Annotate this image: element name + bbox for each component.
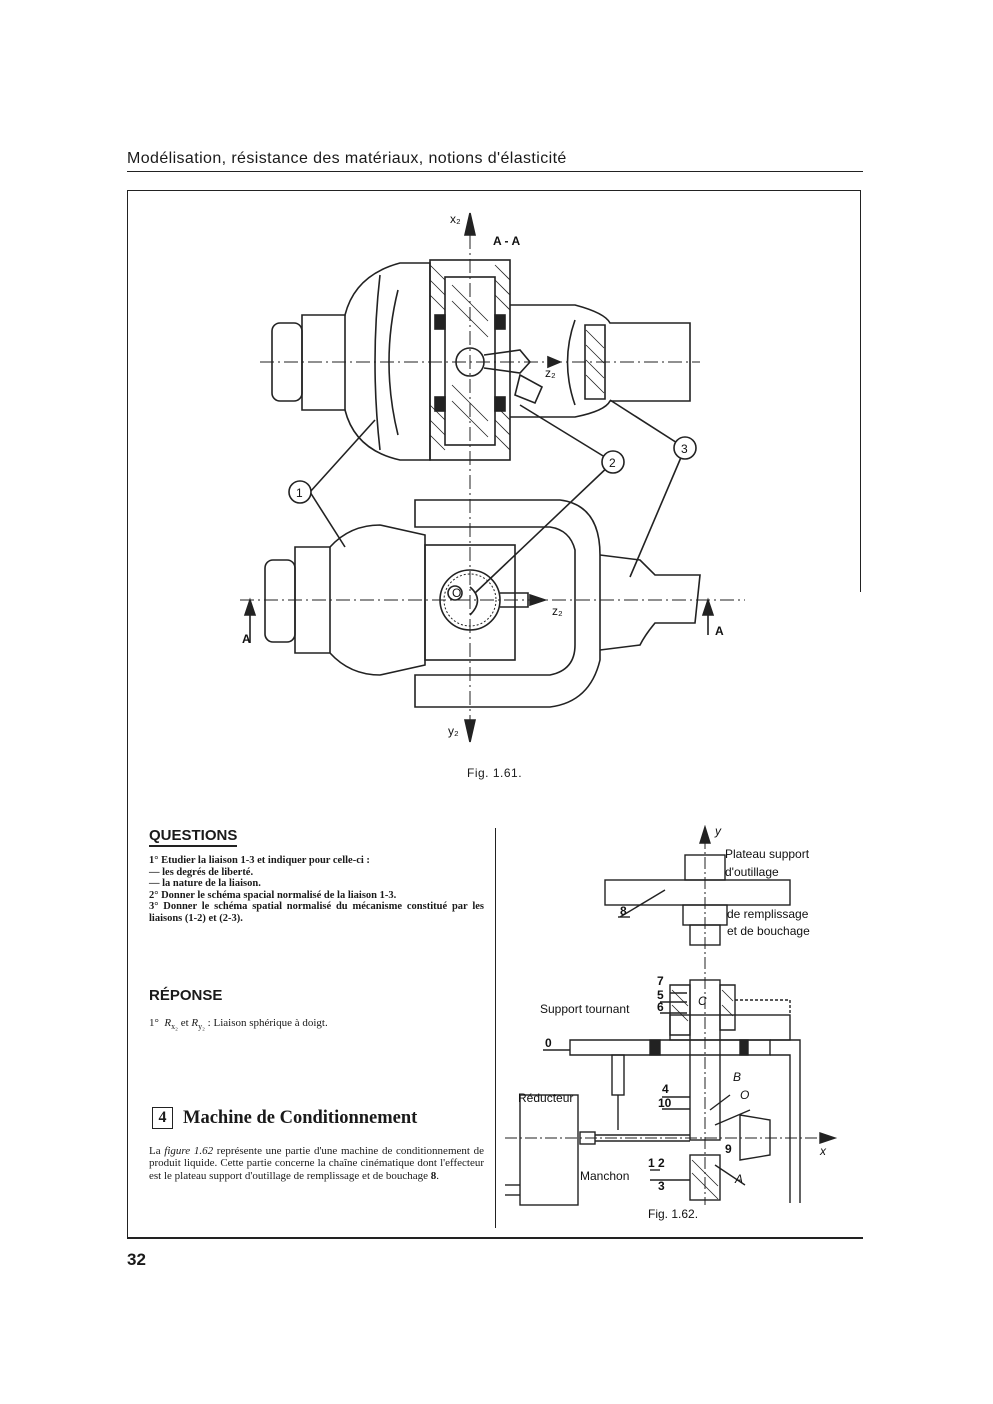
column-divider bbox=[495, 828, 496, 1228]
plateau-label-4: et de bouchage bbox=[727, 924, 810, 938]
part-6-label: 6 bbox=[657, 1000, 664, 1014]
cut-label-right: A bbox=[715, 624, 724, 638]
part-7-label: 7 bbox=[657, 974, 664, 988]
part-9-label: 9 bbox=[725, 1142, 732, 1156]
header-rule bbox=[127, 171, 863, 172]
section-label: A - A bbox=[493, 234, 520, 248]
frame-bottom-border bbox=[127, 1237, 863, 1239]
response-and: et bbox=[180, 1017, 189, 1029]
frame-top-border bbox=[127, 190, 861, 191]
machine-title: Machine de Conditionnement bbox=[183, 1107, 418, 1128]
frame-right-border bbox=[860, 190, 861, 592]
question-line: 1° Etudier la liaison 1-3 et indiquer po… bbox=[149, 855, 370, 866]
force-rx: R bbox=[164, 1017, 172, 1029]
response-body: : Liaison sphérique à doigt. bbox=[207, 1017, 328, 1029]
force-ry: R bbox=[191, 1017, 199, 1029]
part-0-label: 0 bbox=[545, 1036, 552, 1050]
part-10-label: 10 bbox=[658, 1096, 672, 1110]
point-o-label: O bbox=[740, 1088, 749, 1102]
part-5-label: 5 bbox=[657, 988, 664, 1002]
plateau-label-1: Plateau support bbox=[725, 847, 810, 861]
support-tournant-label: Support tournant bbox=[540, 1002, 630, 1016]
frame-left-border bbox=[127, 190, 128, 1238]
figure-1-61-caption: Fig. 1.61. bbox=[467, 766, 523, 780]
running-header: Modélisation, résistance des matériaux, … bbox=[127, 150, 567, 167]
callout-1: 1 bbox=[296, 486, 303, 500]
section-number-box: 4 bbox=[152, 1107, 173, 1129]
point-b-label: B bbox=[733, 1070, 741, 1084]
response-prefix: 1° bbox=[149, 1017, 159, 1029]
axis-x-label: x bbox=[819, 1144, 827, 1158]
cut-label-left: A bbox=[242, 632, 251, 646]
force-ry-sub: y₂ bbox=[198, 1022, 205, 1032]
para-dot: . bbox=[436, 1169, 440, 1182]
question-line: — les degrés de liberté. bbox=[149, 866, 254, 878]
plateau-label-3: de remplissage bbox=[727, 907, 809, 921]
manchon-label: Manchon bbox=[580, 1169, 629, 1183]
part-12-label: 1 2 bbox=[648, 1156, 665, 1170]
point-c-label: C bbox=[698, 994, 707, 1008]
response-text: 1° Rx₂ et Ry₂ : Liaison sphérique à doig… bbox=[149, 1017, 328, 1031]
question-line: 2° Donner le schéma spacial normalisé de… bbox=[149, 889, 397, 901]
part-number-8: 8 bbox=[430, 1169, 437, 1182]
axis-y2-label: y₂ bbox=[448, 724, 459, 738]
callout-2: 2 bbox=[609, 456, 616, 470]
force-rx-sub: x₂ bbox=[171, 1022, 178, 1032]
page-number: 32 bbox=[127, 1250, 146, 1269]
questions-list: 1° Etudier la liaison 1-3 et indiquer po… bbox=[149, 855, 484, 924]
plateau-label-2: d'outillage bbox=[725, 865, 779, 879]
axis-z2-bottom-label: z₂ bbox=[552, 604, 563, 618]
axis-z2-top-label: z₂ bbox=[545, 366, 556, 380]
figure-reference: figure 1.62 bbox=[164, 1145, 214, 1157]
part-4-label: 4 bbox=[662, 1082, 669, 1096]
response-heading: RÉPONSE bbox=[149, 987, 223, 1004]
origin-label: O bbox=[452, 586, 461, 600]
machine-paragraph: La figure 1.62 représente une partie d'u… bbox=[149, 1145, 484, 1182]
reducteur-label: Réducteur bbox=[518, 1091, 573, 1105]
machine-section-heading: 4 Machine de Conditionnement bbox=[152, 1107, 417, 1129]
figure-1-62-caption: Fig. 1.62. bbox=[648, 1207, 698, 1221]
callout-3: 3 bbox=[681, 442, 688, 456]
questions-heading: QUESTIONS bbox=[149, 827, 238, 847]
para-start: La bbox=[149, 1145, 165, 1157]
figure-1-61-drawing: x₂ A - A z₂ z₂ y₂ O 1 2 3 A A bbox=[240, 212, 745, 743]
axis-x2-label: x₂ bbox=[450, 212, 461, 226]
axis-y-label: y bbox=[714, 825, 722, 838]
part-3-label: 3 bbox=[658, 1179, 665, 1193]
point-a-label: A bbox=[734, 1172, 743, 1186]
question-line: — la nature de la liaison. bbox=[149, 878, 261, 889]
para-body: représente une partie d'une machine de c… bbox=[149, 1145, 485, 1182]
part-8-label: 8 bbox=[620, 904, 627, 918]
figure-1-62-drawing: y x Plateau support d'outillage de rempl… bbox=[505, 825, 838, 1221]
question-line: 3° Donner le schéma spatial normalisé du… bbox=[149, 901, 484, 924]
